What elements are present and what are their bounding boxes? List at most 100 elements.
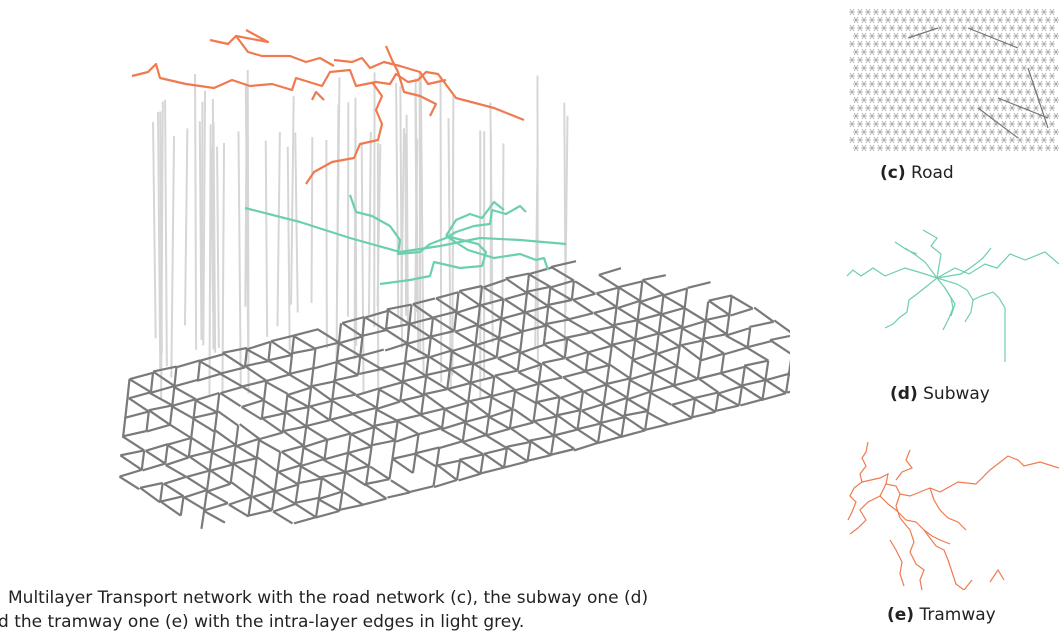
- road-thumb-edge: [1033, 56, 1039, 64]
- road-thumb-edge: [853, 80, 859, 88]
- road-edge: [547, 286, 552, 307]
- road-edge: [191, 417, 216, 433]
- road-thumb-edge: [873, 120, 879, 128]
- road-thumb-edge: [961, 136, 967, 144]
- subway-layer: [244, 194, 567, 286]
- road-edge: [458, 290, 481, 307]
- road-thumb-edge: [865, 72, 871, 80]
- road-edge: [589, 330, 613, 347]
- road-edge: [526, 290, 549, 308]
- road-edge: [246, 348, 269, 363]
- road-edge: [229, 464, 235, 484]
- road-edge: [459, 453, 484, 461]
- road-thumb-edge: [985, 40, 991, 48]
- road-edge: [198, 353, 224, 362]
- road-thumb-edge: [861, 16, 867, 24]
- road-edge: [584, 370, 608, 386]
- road-thumb-edge: [977, 120, 983, 128]
- road-edge: [552, 416, 558, 436]
- road-thumb-edge: [997, 48, 1003, 56]
- road-thumb-edge: [901, 80, 907, 88]
- road-edge: [126, 378, 131, 399]
- road-thumb-edge: [933, 16, 939, 24]
- road-edge: [480, 298, 504, 307]
- road-thumb-edge: [1017, 88, 1023, 96]
- road-thumb-edge: [925, 112, 931, 120]
- road-edge: [124, 398, 129, 418]
- road-edge: [587, 344, 613, 354]
- road-thumb-edge: [909, 80, 915, 88]
- road-thumb-edge: [1005, 144, 1011, 152]
- road-edge: [320, 476, 344, 493]
- road-thumb-edge: [969, 40, 975, 48]
- road-thumb-edge: [941, 32, 947, 40]
- road-thumb-edge: [1017, 104, 1023, 112]
- road-thumb-edge: [989, 80, 995, 88]
- road-edge: [550, 266, 575, 282]
- road-thumb-edge: [893, 96, 899, 104]
- road-edge: [634, 332, 660, 341]
- road-thumb-edge: [957, 48, 963, 56]
- road-edge: [273, 471, 279, 491]
- road-edge: [388, 459, 394, 480]
- road-edge: [725, 314, 731, 335]
- road-thumb-edge: [989, 128, 995, 136]
- road-thumb-edge: [957, 64, 963, 72]
- road-edge: [620, 417, 626, 437]
- road-edge: [497, 357, 519, 372]
- road-edge: [583, 383, 607, 393]
- road-thumb-edge: [1005, 80, 1011, 88]
- road-edge: [219, 372, 244, 388]
- road-edge: [702, 320, 707, 341]
- road-thumb-edge: [1045, 32, 1051, 40]
- road-edge: [412, 303, 434, 319]
- road-thumb-edge: [977, 72, 983, 80]
- road-thumb-edge: [1001, 104, 1007, 112]
- road-thumb-edge: [921, 24, 927, 32]
- road-edge: [638, 281, 644, 301]
- road-edge: [264, 380, 289, 395]
- road-edge: [458, 458, 482, 475]
- road-edge: [149, 384, 175, 395]
- road-edge: [483, 452, 505, 469]
- road-edge: [317, 498, 341, 512]
- road-edge: [652, 364, 678, 375]
- inter-layer-edge: [501, 143, 505, 303]
- road-edge: [276, 451, 282, 472]
- road-edge: [292, 334, 317, 350]
- road-edge: [414, 446, 440, 455]
- road-thumb-edge: [869, 144, 875, 152]
- road-edge: [250, 477, 256, 498]
- road-edge: [314, 497, 321, 518]
- road-edge: [743, 364, 767, 381]
- road-edge: [497, 350, 521, 360]
- road-thumb-edge: [1009, 120, 1015, 128]
- road-edge: [129, 371, 154, 381]
- road-edge: [187, 437, 193, 458]
- road-edge: [159, 500, 182, 517]
- road-thumb-edge: [861, 112, 867, 120]
- road-thumb-edge: [1049, 88, 1055, 96]
- road-edge: [764, 360, 770, 381]
- road-edge: [453, 311, 458, 332]
- road-thumb-edge: [977, 8, 983, 16]
- road-edge: [244, 360, 269, 368]
- road-thumb-edge: [897, 24, 903, 32]
- road-edge: [454, 330, 477, 346]
- road-thumb-edge: [917, 64, 923, 72]
- road-edge: [526, 454, 552, 463]
- road-edge: [483, 278, 506, 289]
- road-edge: [220, 385, 244, 395]
- road-edge: [681, 327, 704, 342]
- road-thumb-edge: [913, 40, 919, 48]
- road-thumb-edge: [997, 144, 1003, 152]
- road-edge: [128, 397, 150, 413]
- road-thumb-edge: [901, 16, 907, 24]
- road-edge: [183, 496, 205, 511]
- road-thumb-edge: [1049, 56, 1055, 64]
- road-edge: [346, 433, 352, 453]
- road-edge: [372, 425, 396, 442]
- road-edge: [593, 312, 615, 328]
- road-edge: [463, 414, 490, 424]
- road-edge: [369, 465, 391, 481]
